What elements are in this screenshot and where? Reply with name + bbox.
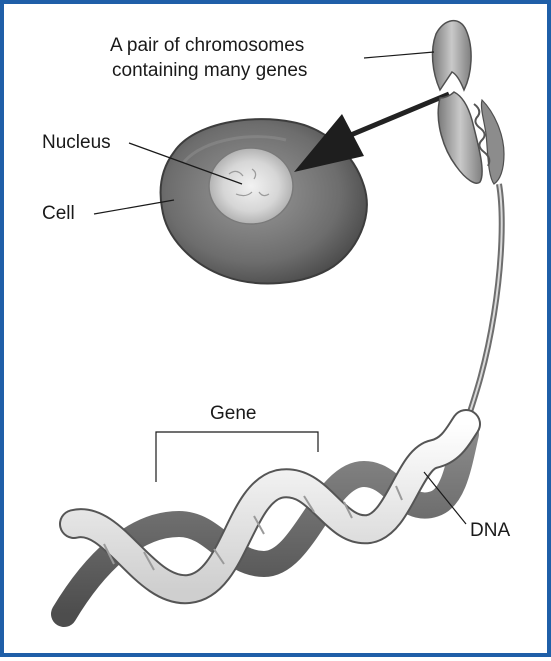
nucleus-label: Nucleus [42, 131, 111, 155]
diagram-canvas [4, 4, 551, 661]
chromosome-label-line1: A pair of chromosomes [110, 34, 304, 58]
gene-label: Gene [210, 402, 256, 426]
dna-label: DNA [470, 519, 510, 543]
chromosome-label-line2: containing many genes [112, 59, 307, 83]
nucleus-icon [209, 148, 293, 224]
chromosome-icon [433, 21, 504, 184]
chromosome-leader-line [364, 52, 434, 58]
cell-label: Cell [42, 202, 75, 226]
dna-helix-icon [64, 424, 466, 614]
dna-strand-icon [466, 184, 502, 424]
